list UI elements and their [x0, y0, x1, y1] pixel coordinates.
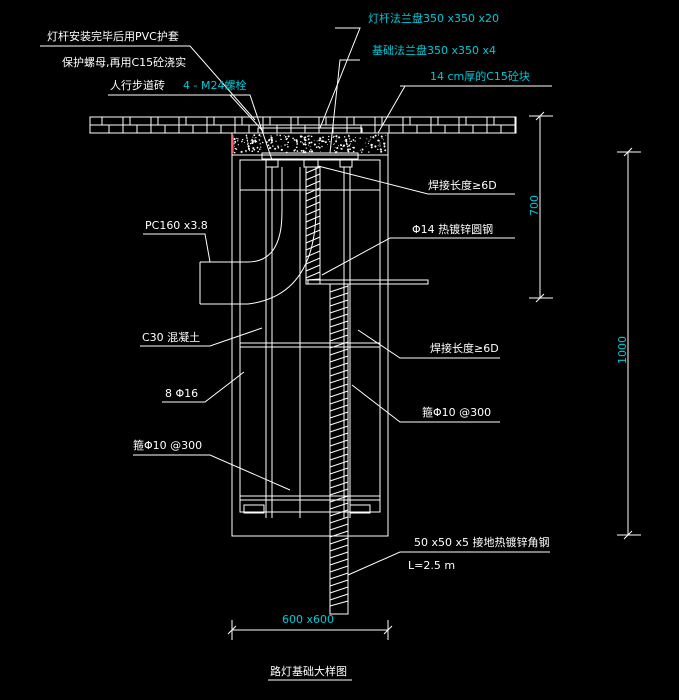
label-sidewalk: 人行步道砖 [110, 78, 165, 92]
label-base-flange: 基础法兰盘350 x350 x4 [372, 43, 496, 57]
sidewalk-brick-layer [89, 116, 517, 134]
label-rebar-14: Φ14 热镀锌圆钢 [412, 222, 493, 236]
c15-concrete-cap [231, 132, 389, 156]
label-c15-cap: 14 cm厚的C15砼块 [430, 69, 530, 83]
label-ground-steel: 50 x50 x5 接地热镀锌角钢 [414, 535, 550, 549]
labels: 灯杆安装完毕后用PVC护套 保护螺母,再用C15砼浇实 人行步道砖 4 - M2… [47, 11, 629, 678]
label-bolts: 4 - M24螺栓 [183, 78, 246, 92]
label-weld-1: 焊接长度≥6D [428, 178, 497, 192]
label-stirrup-left: 箍Φ10 @300 [133, 438, 202, 452]
dim-width: 600 x600 [282, 613, 334, 626]
label-weld-2: 焊接长度≥6D [430, 341, 499, 355]
foundation-body [231, 154, 389, 537]
label-pole-flange: 灯杆法兰盘350 x350 x20 [368, 11, 499, 25]
pvc-conduit [199, 167, 317, 305]
dim-total-depth: 1000 [616, 336, 629, 364]
label-pvc-pipe: PC160 x3.8 [145, 219, 208, 232]
grounding-angle-steel [305, 166, 429, 615]
label-stirrup-right: 箍Φ10 @300 [422, 405, 491, 419]
label-ground-length: L=2.5 m [408, 559, 455, 572]
label-bolt-protect: 保护螺母,再用C15砼浇实 [62, 55, 186, 69]
leader-lines [40, 27, 552, 681]
dim-upper-depth: 700 [528, 195, 541, 216]
drawing-title: 路灯基础大样图 [270, 664, 347, 678]
label-pvc-cover: 灯杆安装完毕后用PVC护套 [47, 29, 179, 43]
flange-plates [257, 127, 363, 168]
label-main-bars: 8 Φ16 [165, 387, 198, 400]
label-concrete: C30 混凝土 [142, 330, 200, 344]
dimension-lines [227, 111, 641, 640]
